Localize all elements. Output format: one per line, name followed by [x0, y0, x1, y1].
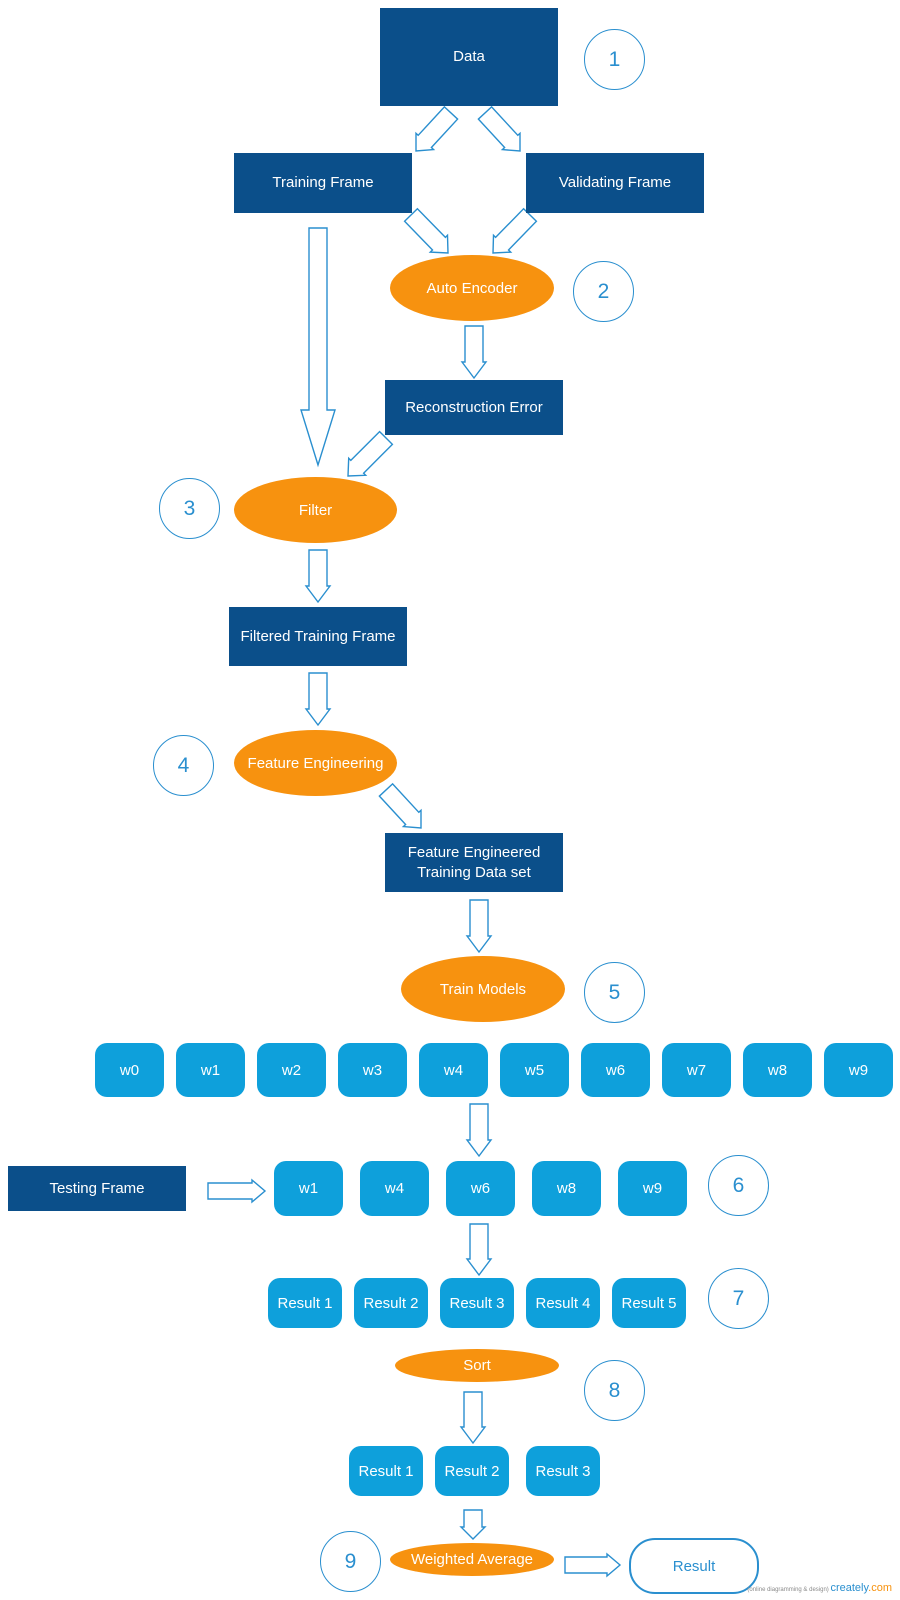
- selected-model-w1: w1: [274, 1161, 343, 1216]
- feature-engineered-data-node: Feature Engineered Training Data set: [385, 833, 563, 892]
- step-9-marker: 9: [320, 1531, 381, 1592]
- step-3-marker: 3: [159, 478, 220, 539]
- model-w7: w7: [662, 1043, 731, 1097]
- arrow-training-to-autoencoder: [403, 207, 449, 254]
- arrow-selected-to-results: [465, 1223, 493, 1277]
- auto-encoder-node: Auto Encoder: [390, 255, 554, 321]
- feature-engineered-label-line2: Training Data set: [417, 863, 531, 881]
- selected-model-w4: w4: [360, 1161, 429, 1216]
- arrow-autoencoder-to-reconstruction: [460, 325, 488, 380]
- model-w0: w0: [95, 1043, 164, 1097]
- step-6-marker: 6: [708, 1155, 769, 1216]
- arrow-reconstruction-to-filter: [347, 430, 394, 477]
- top-result-1: Result 1: [349, 1446, 423, 1496]
- selected-model-w9: w9: [618, 1161, 687, 1216]
- arrow-sort-to-top-results: [459, 1391, 487, 1445]
- selected-model-w8: w8: [532, 1161, 601, 1216]
- creately-logo: creately.com: [830, 1582, 892, 1594]
- arrow-data-to-validating: [477, 105, 521, 152]
- step-5-marker: 5: [584, 962, 645, 1023]
- arrow-filter-to-filtered: [304, 549, 332, 604]
- arrow-weighted-to-result: [564, 1552, 622, 1578]
- top-result-3: Result 3: [526, 1446, 600, 1496]
- step-1-marker: 1: [584, 29, 645, 90]
- model-w5: w5: [500, 1043, 569, 1097]
- result-3: Result 3: [440, 1278, 514, 1328]
- training-frame-node: Training Frame: [234, 153, 412, 213]
- model-w2: w2: [257, 1043, 326, 1097]
- arrow-validating-to-autoencoder: [492, 207, 538, 254]
- arrow-testing-to-selected: [207, 1178, 267, 1204]
- arrow-models-to-selected: [465, 1103, 493, 1158]
- selected-model-w6: w6: [446, 1161, 515, 1216]
- arrow-feature-engineering-to-data: [378, 782, 422, 829]
- creately-watermark: (online diagramming & design) creately.c…: [747, 1582, 892, 1594]
- feature-engineering-node: Feature Engineering: [234, 730, 397, 796]
- result-2: Result 2: [354, 1278, 428, 1328]
- data-node: Data: [380, 8, 558, 106]
- step-4-marker: 4: [153, 735, 214, 796]
- watermark-domain: .com: [868, 1582, 892, 1594]
- sort-node: Sort: [395, 1349, 559, 1382]
- train-models-node: Train Models: [401, 956, 565, 1022]
- arrow-filtered-to-feature-engineering: [304, 672, 332, 727]
- model-w9: w9: [824, 1043, 893, 1097]
- arrow-training-to-filter: [300, 227, 336, 468]
- weighted-average-node: Weighted Average: [390, 1543, 554, 1576]
- arrow-top-results-to-weighted: [459, 1509, 487, 1540]
- step-8-marker: 8: [584, 1360, 645, 1421]
- top-result-2: Result 2: [435, 1446, 509, 1496]
- watermark-brand: creately: [830, 1582, 869, 1594]
- reconstruction-error-node: Reconstruction Error: [385, 380, 563, 435]
- final-result-node: Result: [629, 1538, 759, 1594]
- result-4: Result 4: [526, 1278, 600, 1328]
- arrow-data-to-train-models: [465, 899, 493, 954]
- validating-frame-node: Validating Frame: [526, 153, 704, 213]
- model-w3: w3: [338, 1043, 407, 1097]
- model-w8: w8: [743, 1043, 812, 1097]
- step-2-marker: 2: [573, 261, 634, 322]
- result-1: Result 1: [268, 1278, 342, 1328]
- testing-frame-node: Testing Frame: [8, 1166, 186, 1211]
- filter-node: Filter: [234, 477, 397, 543]
- watermark-tagline: (online diagramming & design): [747, 1587, 829, 1593]
- model-w6: w6: [581, 1043, 650, 1097]
- feature-engineered-label-line1: Feature Engineered: [407, 843, 541, 861]
- result-5: Result 5: [612, 1278, 686, 1328]
- filtered-training-frame-node: Filtered Training Frame: [229, 607, 407, 666]
- model-w4: w4: [419, 1043, 488, 1097]
- model-w1: w1: [176, 1043, 245, 1097]
- arrow-data-to-training: [415, 105, 459, 152]
- step-7-marker: 7: [708, 1268, 769, 1329]
